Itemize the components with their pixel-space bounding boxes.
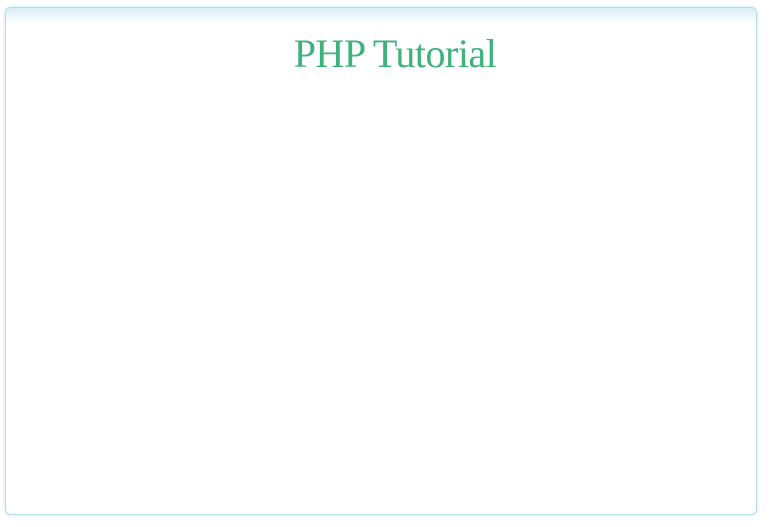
tutorial-panel: PHP Tutorial bbox=[5, 7, 757, 515]
page-title: PHP Tutorial bbox=[293, 31, 497, 76]
panel-content-area bbox=[6, 88, 756, 508]
panel-header-shade bbox=[6, 8, 756, 24]
